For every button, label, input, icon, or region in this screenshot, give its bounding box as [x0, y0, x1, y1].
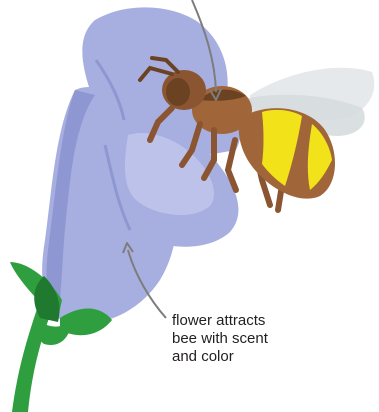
bee-eye — [166, 78, 190, 106]
annotation-line-2: bee with scent — [172, 330, 312, 348]
flower-attracts-annotation: flower attracts bee with scent and color — [172, 312, 312, 366]
annotation-line-1: flower attracts — [172, 312, 312, 330]
annotation-line-3: and color — [172, 348, 312, 366]
